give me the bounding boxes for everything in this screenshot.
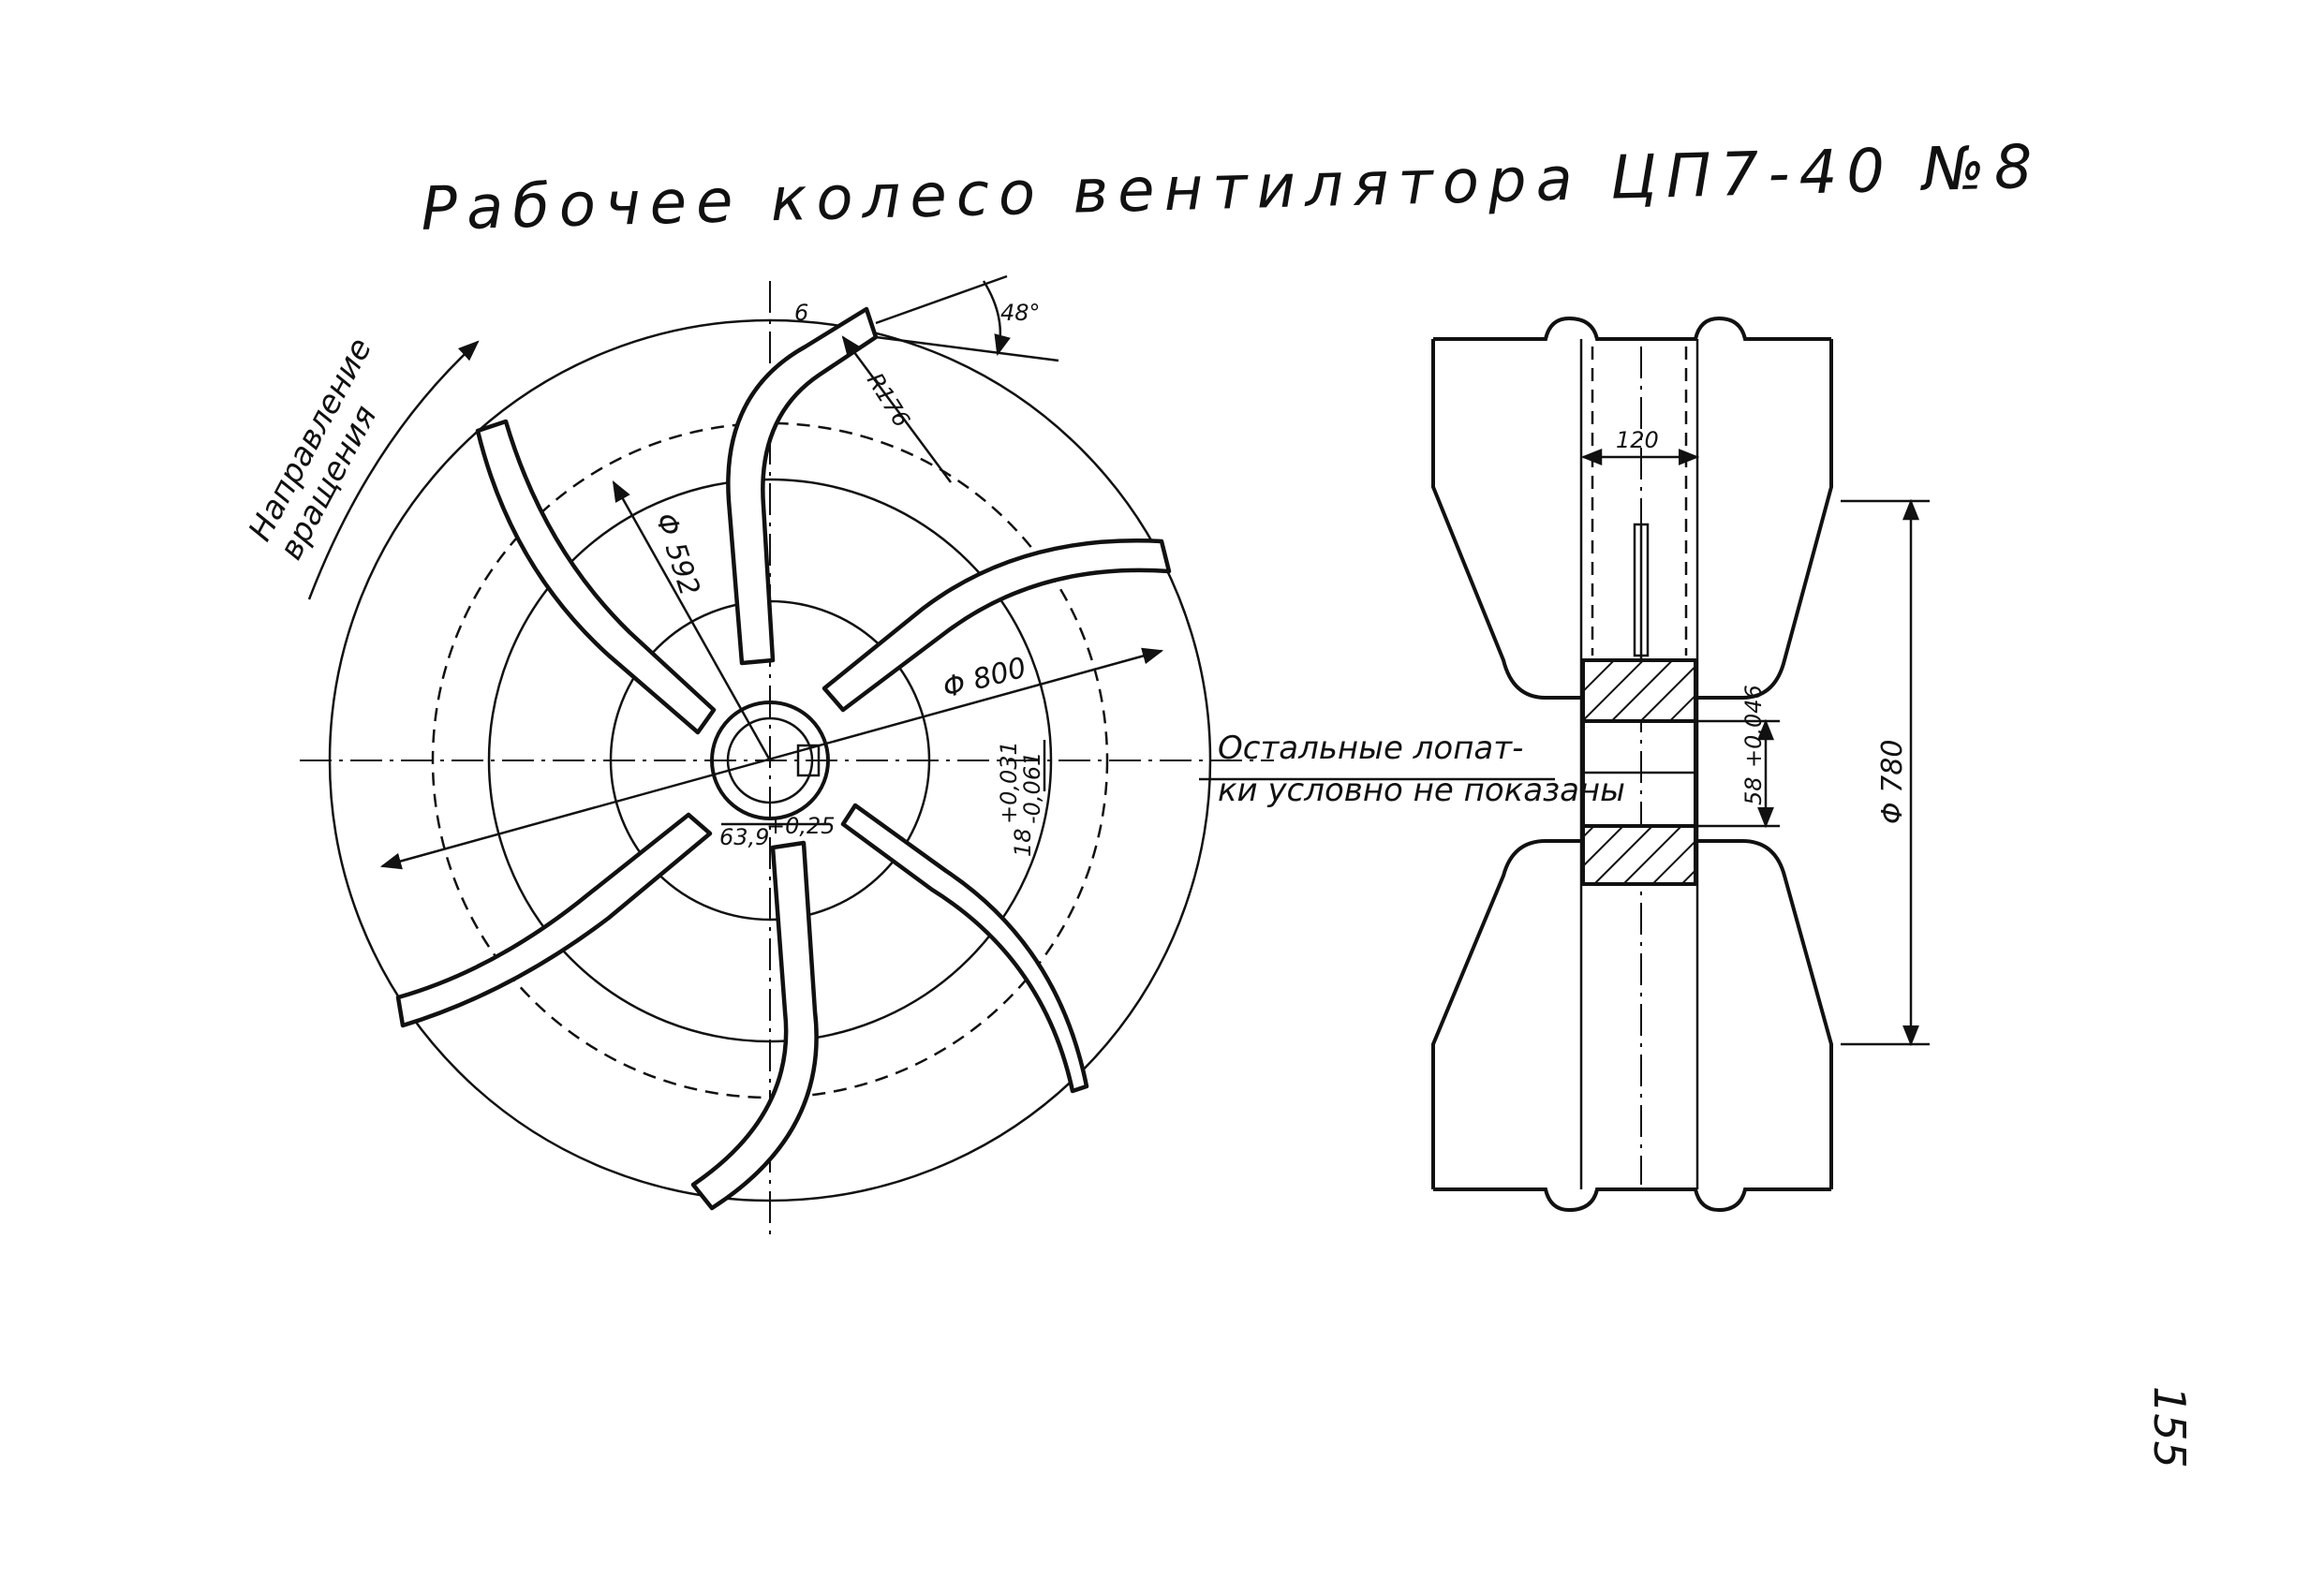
hub-section-lower <box>1581 824 1697 886</box>
hub-bore-label: 58 <box>1740 776 1767 805</box>
angle-leader-2 <box>875 335 1059 362</box>
blade <box>690 840 819 1211</box>
hub-length-label: 120 <box>1616 427 1659 453</box>
outer-rim-circle <box>328 318 1212 1202</box>
angle-arc <box>982 280 1011 357</box>
angle-label: 48° <box>1000 300 1041 326</box>
blade-set <box>395 306 1172 1211</box>
key-tolerance-upper: +0,031 <box>996 741 1022 824</box>
cover-disc-lower <box>1431 839 1583 1189</box>
top-rim <box>1433 316 1831 341</box>
angle-leader-1 <box>875 274 1008 325</box>
bore-tolerance: +0,25 <box>766 813 836 839</box>
bottom-rim <box>1433 1187 1831 1213</box>
hub-bore-tolerance: +0,046 <box>1740 685 1767 768</box>
outer-diameter-label: Φ 800 <box>940 652 1029 705</box>
bore-label: 63,9 <box>719 824 769 850</box>
blade <box>726 306 879 666</box>
pin-head <box>1633 523 1650 657</box>
key-tolerance-lower: -0,061 <box>1019 752 1045 824</box>
page-number: 155 <box>2144 1386 2195 1468</box>
radius-label: R176 <box>862 368 915 432</box>
hub-section-upper <box>1581 658 1697 723</box>
note-line2: ки условно не показаны <box>1218 772 1625 809</box>
drawing-title: Рабочее колесо вентилятора ЦП7-40 №8 <box>420 133 2042 244</box>
inlet-diameter-label: Φ 592 <box>648 509 705 600</box>
radius-dim-line <box>841 335 953 483</box>
side-diameter-label: Φ 780 <box>1876 740 1909 824</box>
back-disc-lower <box>1695 839 1833 1189</box>
outer-dia-dim-line <box>379 647 1164 870</box>
note: Остальные лопат- ки условно не показаны <box>1218 730 1625 809</box>
wall-label: 6 <box>794 300 808 326</box>
back-disc-upper <box>1695 339 1833 700</box>
cover-disc-upper <box>1431 339 1583 700</box>
key-width-label: 18 <box>1010 828 1036 857</box>
note-line1: Остальные лопат- <box>1218 730 1523 767</box>
side-view: 120 58 +0,046 Φ 780 <box>1431 316 1930 1213</box>
rotation-arrow <box>307 340 480 600</box>
